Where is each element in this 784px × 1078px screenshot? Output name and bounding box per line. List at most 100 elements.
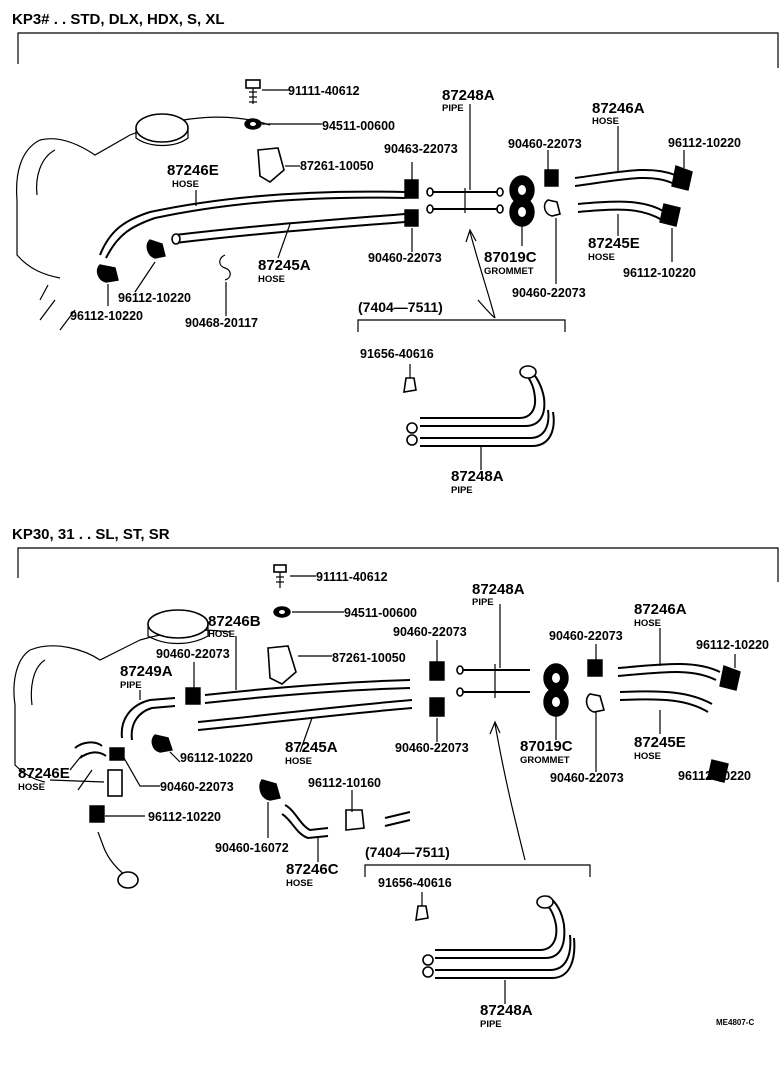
label2-96112-10220-d: 96112-10220 [678,769,751,783]
label-90460-22073-a: 90460-22073 [368,251,442,265]
fuel-tank-1 [16,113,271,331]
grommet-icon-2 [543,663,569,717]
filler-cap-icon [135,113,189,143]
label2-90460-22073-c: 90460-22073 [393,625,467,639]
bolt-icon-2 [273,564,287,588]
inset-1-bracket [357,319,566,332]
label-87245a-desc: HOSE [258,274,285,285]
label-91111-40612: 91111-40612 [288,84,360,98]
label2-87248a: 87248A [472,581,525,598]
label2-90460-22073-e: 90460-22073 [549,629,623,643]
filler-cap-icon-2 [147,609,209,639]
label2-87249a: 87249A [120,663,173,680]
arrow-indicator-2 [494,723,526,861]
clamp-bracket-icon [257,147,285,183]
section-1: KP3# . . STD, DLX, HDX, S, XL [12,11,779,470]
label2-90460-22073-f: 90460-22073 [550,771,624,785]
label-94511-00600: 94511-00600 [322,119,395,133]
label-87246a: 87246A [592,100,645,117]
label2-87246c-desc: HOSE [286,878,313,889]
label2-87249a-desc: PIPE [120,680,142,691]
section-1-header: KP3# . . STD, DLX, HDX, S, XL [12,11,225,28]
label2-87246a: 87246A [634,601,687,618]
label-96112-10220-a: 96112-10220 [118,291,191,305]
label-90463-22073: 90463-22073 [384,142,458,156]
label2-87019c-desc: GROMMET [520,755,570,766]
label2-96112-10160: 96112-10160 [308,776,381,790]
label2-87248a-desc: PIPE [472,597,494,608]
label-87248a-inset: 87248A [451,468,504,485]
label2-87248a-inset: 87248A [480,1002,533,1019]
label2-87248a-inset-desc: PIPE [480,1019,502,1030]
label2-94511-00600: 94511-00600 [344,606,417,620]
label-96112-10220-d: 96112-10220 [623,266,696,280]
grommet-icon [509,175,535,227]
label2-90460-16072: 90460-16072 [215,841,289,855]
label2-96112-10220-b: 96112-10220 [148,810,221,824]
label2-96112-10220-c: 96112-10220 [696,638,769,652]
arrow-indicator [469,231,496,319]
section-2: KP30, 31 . . SL, ST, SR [12,526,779,1004]
label2-87245e-desc: HOSE [634,751,661,762]
pipe-87248a-icon [426,187,504,214]
section-2-range: (7404—7511) [365,844,450,860]
section-1-range: (7404—7511) [358,299,443,315]
section-2-bracket [17,547,779,582]
hose-87246a-line-2 [617,663,721,673]
hose-87245a-line [174,213,406,236]
pipe-87248a-icon-2 [456,664,530,698]
label2-87019c: 87019C [520,738,573,755]
label2-91111-40612: 91111-40612 [316,570,388,584]
label-87248a: 87248A [442,87,495,104]
label2-96112-10220-a: 96112-10220 [180,751,253,765]
label2-90460-22073-a: 90460-22073 [156,647,230,661]
label2-87245e: 87245E [634,734,686,751]
pipe-87249a-line [120,697,176,739]
section-2-header: KP30, 31 . . SL, ST, SR [12,526,170,543]
hose-87245e-line [577,200,666,213]
hose-87246c-line [284,804,329,832]
label-87248a-inset-desc: PIPE [451,485,473,496]
label-87019c: 87019C [484,249,537,266]
hose-87246b-line [204,679,411,696]
label-87245e-desc: HOSE [588,252,615,263]
hose-87245a-line-2 [197,699,413,723]
label-87246e-desc: HOSE [172,179,199,190]
label-87246e: 87246E [167,162,219,179]
label2-87246e: 87246E [18,765,70,782]
label2-87245a-desc: HOSE [285,756,312,767]
section-1-bracket [17,32,779,68]
label-87019c-desc: GROMMET [484,266,534,277]
label-90460-22073-c: 90460-22073 [512,286,586,300]
label2-87246c: 87246C [286,861,339,878]
label2-90460-22073-b: 90460-22073 [160,780,234,794]
inset-pipe-icon-2 [415,895,576,979]
label-91656-40616: 91656-40616 [360,347,434,361]
bolt-icon [245,79,261,104]
label-96112-10220-c: 96112-10220 [668,136,741,150]
hose-87246e-icon [107,769,123,797]
inset-2-bracket [364,864,591,877]
hose-87246e-line [99,190,406,256]
hose-87245e-line-2 [619,690,713,705]
label2-90460-22073-d: 90460-22073 [395,741,469,755]
clip-icon [96,239,231,283]
hose-87246a-line [574,168,676,179]
inset-pipe-icon [403,365,555,447]
label2-87246b: 87246B [208,613,261,630]
figure-code: ME4807-C [716,1018,754,1027]
label-90460-22073-b: 90460-22073 [508,137,582,151]
label2-87246a-desc: HOSE [634,618,661,629]
label2-87261-10050: 87261-10050 [332,651,406,665]
label-87246a-desc: HOSE [592,116,619,127]
label-87248a-desc: PIPE [442,103,464,114]
label-87245a: 87245A [258,257,311,274]
label-90468-20117: 90468-20117 [185,316,258,330]
label2-87246b-desc: HOSE [208,629,235,640]
label-87245e: 87245E [588,235,640,252]
label2-87245a: 87245A [285,739,338,756]
label2-91656-40616: 91656-40616 [378,876,452,890]
label2-87246e-desc: HOSE [18,782,45,793]
label-96112-10220-b: 96112-10220 [70,309,143,323]
